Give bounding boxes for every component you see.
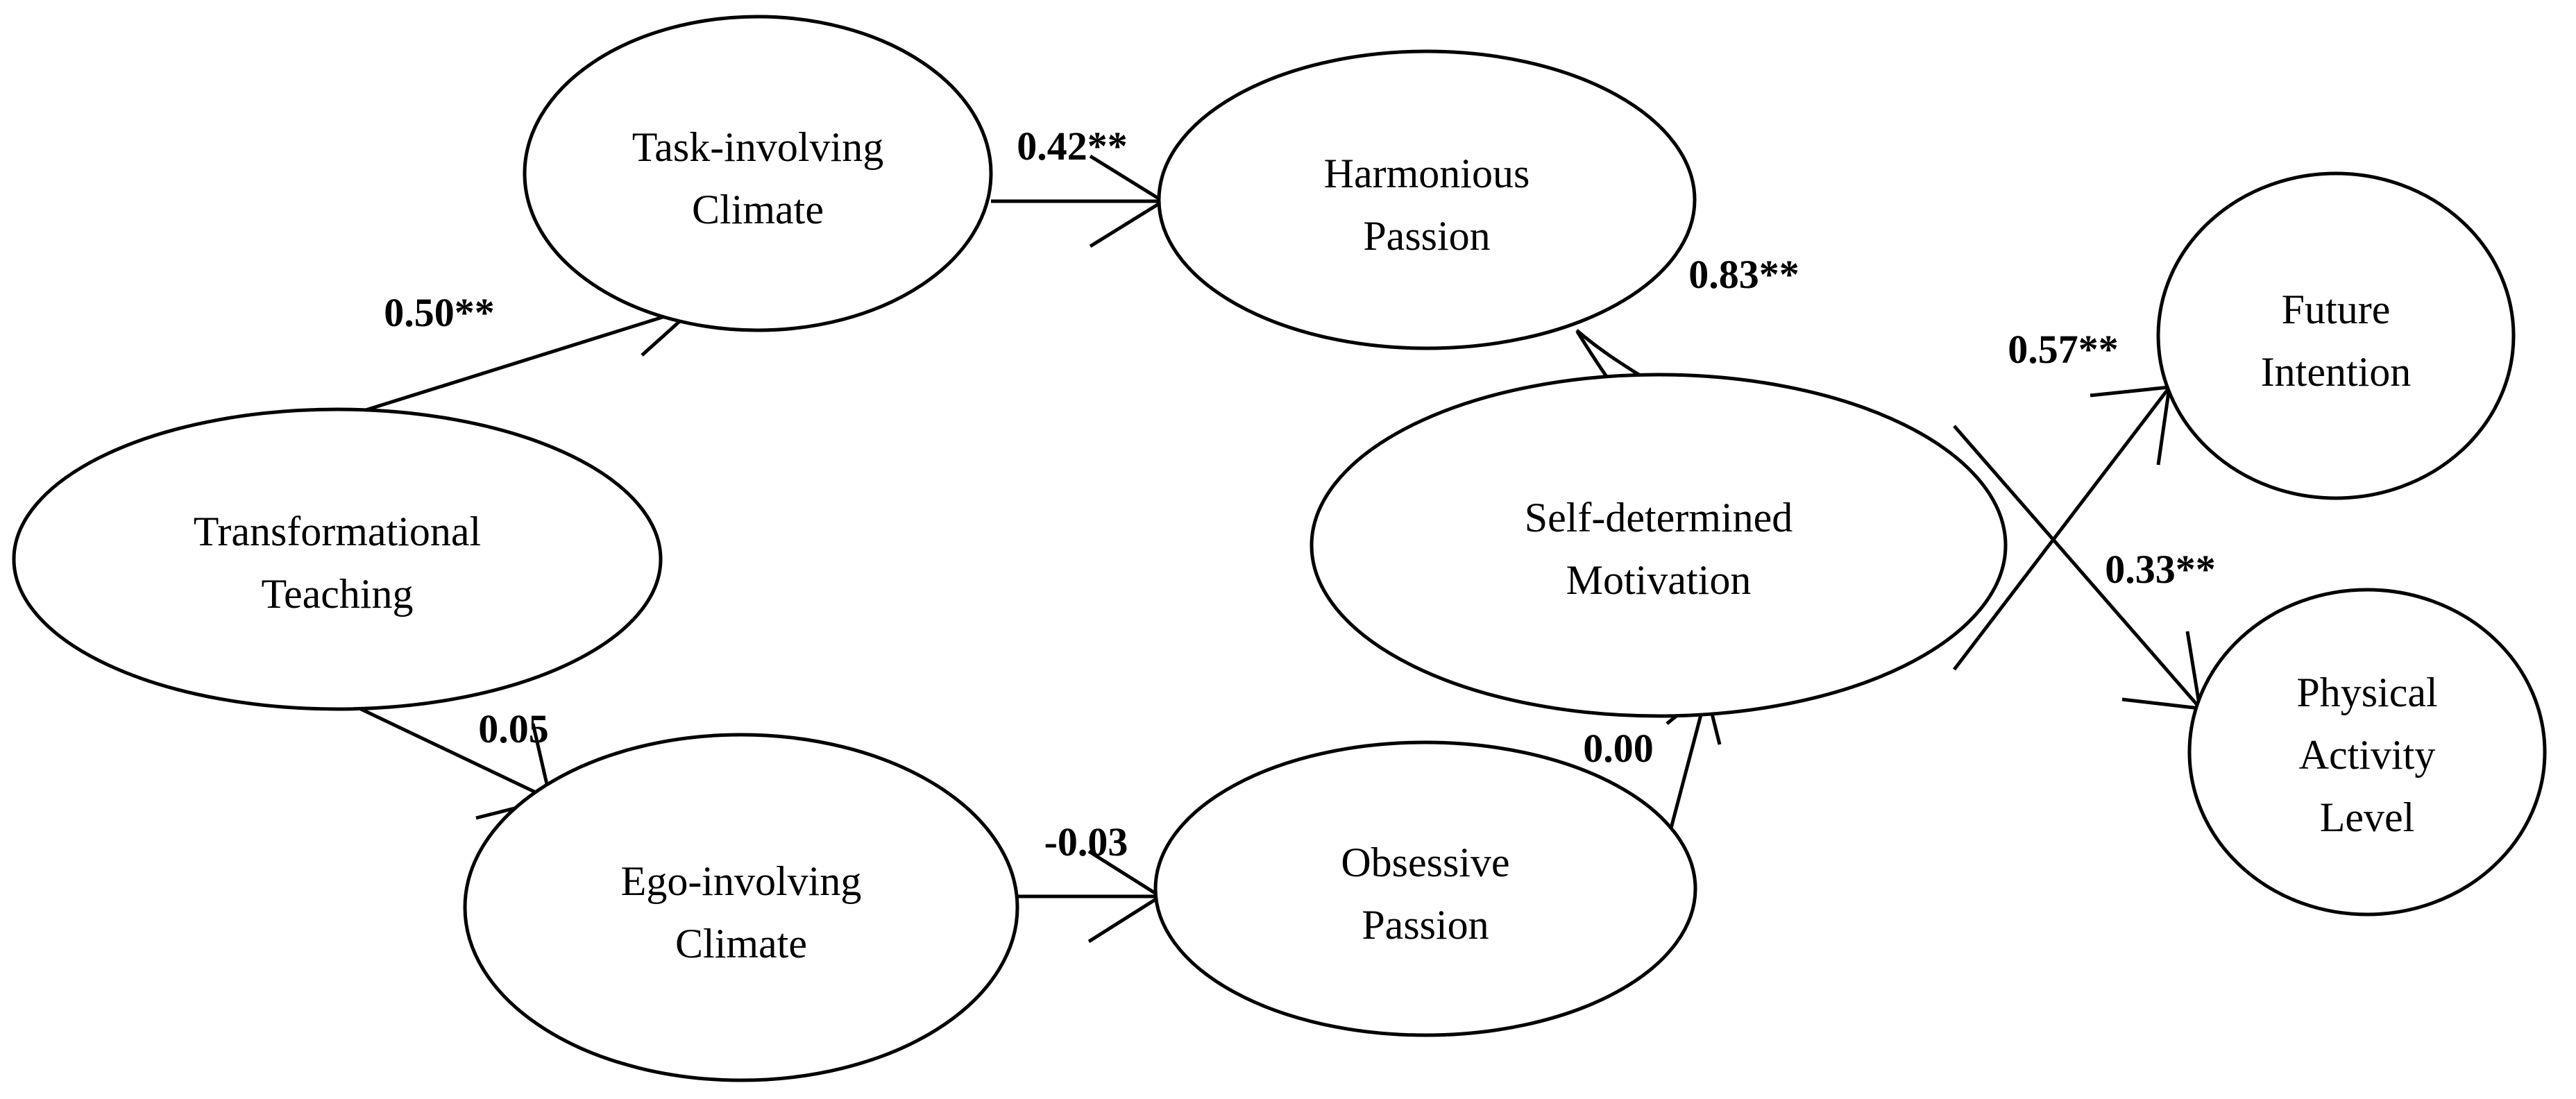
node-label-physical-activity-level-line2: Activity xyxy=(2299,732,2436,778)
node-harmonious-passion[interactable]: Harmonious Passion xyxy=(1157,49,1697,350)
node-ellipse-task-involving-climate[interactable] xyxy=(523,15,993,332)
node-label-future-intention-line2: Intention xyxy=(2261,349,2412,395)
edge-line-sdm-pal xyxy=(1953,425,2200,708)
node-ellipse-ego-involving-climate[interactable] xyxy=(463,733,1019,1082)
node-label-obsessive-passion-line1: Obsessive xyxy=(1341,840,1509,885)
node-label-physical-activity-level-line3: Level xyxy=(2320,794,2415,840)
edge-label-eic-op: -0.03 xyxy=(1044,819,1128,864)
node-label-harmonious-passion-line1: Harmonious xyxy=(1324,151,1530,196)
node-ellipse-self-determined-motivation[interactable] xyxy=(1310,373,2008,718)
node-label-task-involving-climate-line1: Task-involving xyxy=(632,124,883,170)
node-label-self-determined-motivation-line2: Motivation xyxy=(1566,557,1752,603)
node-label-obsessive-passion-line2: Passion xyxy=(1362,902,1489,948)
node-ellipse-future-intention[interactable] xyxy=(2156,171,2516,500)
node-task-involving-climate[interactable]: Task-involving Climate xyxy=(523,15,993,332)
edge-self-determined-motivation-to-future-intention: 0.57** xyxy=(1953,327,2171,671)
node-label-harmonious-passion-line2: Passion xyxy=(1363,213,1490,259)
node-future-intention[interactable]: Future Intention xyxy=(2156,171,2516,500)
node-label-transformational-teaching-line2: Teaching xyxy=(261,571,413,617)
edge-transformational-teaching-to-ego-involving-climate: 0.05 xyxy=(359,706,552,820)
node-label-task-involving-climate-line2: Climate xyxy=(692,187,824,232)
node-label-self-determined-motivation-line1: Self-determined xyxy=(1525,495,1793,540)
node-label-ego-involving-climate-line1: Ego-involving xyxy=(621,858,862,904)
node-ellipse-harmonious-passion[interactable] xyxy=(1157,49,1697,350)
edge-label-sdm-fi: 0.57** xyxy=(2008,327,2119,372)
edge-task-involving-climate-to-harmonious-passion: 0.42** xyxy=(991,123,1167,248)
edge-line-sdm-fi xyxy=(1953,388,2169,671)
node-physical-activity-level[interactable]: Physical Activity Level xyxy=(2187,588,2547,917)
node-self-determined-motivation[interactable]: Self-determined Motivation xyxy=(1310,373,2008,718)
edge-label-tt-tic: 0.50** xyxy=(384,290,495,335)
node-ego-involving-climate[interactable]: Ego-involving Climate xyxy=(463,733,1019,1082)
edge-self-determined-motivation-to-physical-activity-level: 0.33** xyxy=(1953,425,2216,710)
edge-line-tt-eic xyxy=(359,707,552,801)
edge-label-sdm-pal: 0.33** xyxy=(2105,547,2216,592)
edge-label-tt-eic: 0.05 xyxy=(478,706,549,751)
node-ellipse-obsessive-passion[interactable] xyxy=(1153,740,1697,1037)
edge-label-op-sdm: 0.00 xyxy=(1583,726,1654,771)
node-obsessive-passion[interactable]: Obsessive Passion xyxy=(1153,740,1697,1037)
edge-line-tt-tic xyxy=(365,305,697,412)
node-ellipse-transformational-teaching[interactable] xyxy=(12,407,663,711)
node-transformational-teaching[interactable]: Transformational Teaching xyxy=(12,407,663,711)
node-label-physical-activity-level-line1: Physical xyxy=(2296,670,2437,715)
node-ellipse-physical-activity-level[interactable] xyxy=(2187,588,2547,917)
node-label-ego-involving-climate-line2: Climate xyxy=(675,921,807,966)
edge-label-tic-hp: 0.42** xyxy=(1017,123,1128,169)
node-label-transformational-teaching-line1: Transformational xyxy=(194,509,481,554)
node-label-future-intention-line1: Future xyxy=(2282,287,2391,332)
edge-label-hp-sdm: 0.83** xyxy=(1688,252,1799,297)
